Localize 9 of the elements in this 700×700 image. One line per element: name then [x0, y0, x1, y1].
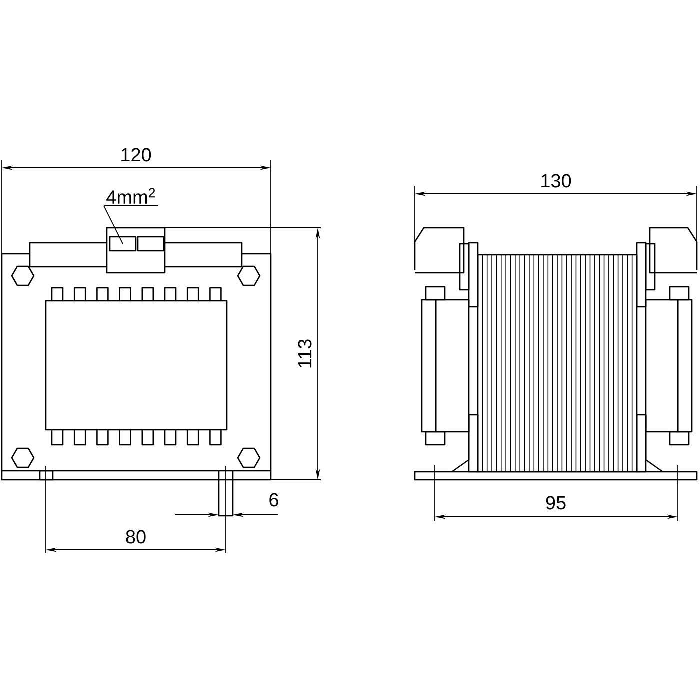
terminal-box: [109, 236, 137, 252]
leader-line: [104, 206, 124, 244]
dimension-label: 6: [270, 493, 278, 507]
dimension-label: 113: [298, 340, 312, 368]
underlined-label: 4mm$^{2}$: [104, 188, 159, 206]
dimension-label: 80: [126, 530, 146, 544]
dimension-label: 95: [546, 496, 566, 510]
dimension-label: 130: [542, 174, 572, 188]
dimension-label: 120: [122, 148, 152, 162]
